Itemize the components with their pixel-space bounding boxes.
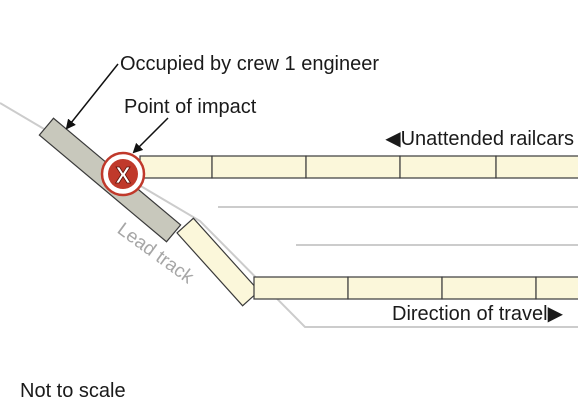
diagonal-railcar — [176, 217, 260, 307]
unattended-railcar — [139, 155, 213, 179]
impact-marker-letter: X — [115, 162, 131, 188]
impact-leader-arrow — [132, 117, 169, 154]
impact-marker: X — [100, 151, 146, 197]
moving-railcar — [535, 276, 578, 300]
unattended-railcars-label: ◀Unattended railcars — [385, 128, 574, 150]
impact-label: Point of impact — [124, 96, 257, 118]
moving-railcar — [347, 276, 443, 300]
impact-marker-inner-circle — [108, 159, 138, 189]
direction-of-travel-label: Direction of travel▶ — [392, 303, 564, 325]
unattended-railcar — [211, 155, 307, 179]
occupied-label: Occupied by crew 1 engineer — [120, 53, 379, 75]
occupied-leader-arrow — [65, 63, 119, 130]
unattended-railcar — [495, 155, 578, 179]
callout-leaders — [65, 63, 169, 154]
unattended-railcar — [399, 155, 497, 179]
unattended-railcars — [139, 155, 578, 179]
unattended-railcar — [305, 155, 401, 179]
moving-railcar — [253, 276, 349, 300]
moving-railcar — [441, 276, 537, 300]
not-to-scale-label: Not to scale — [20, 380, 126, 402]
